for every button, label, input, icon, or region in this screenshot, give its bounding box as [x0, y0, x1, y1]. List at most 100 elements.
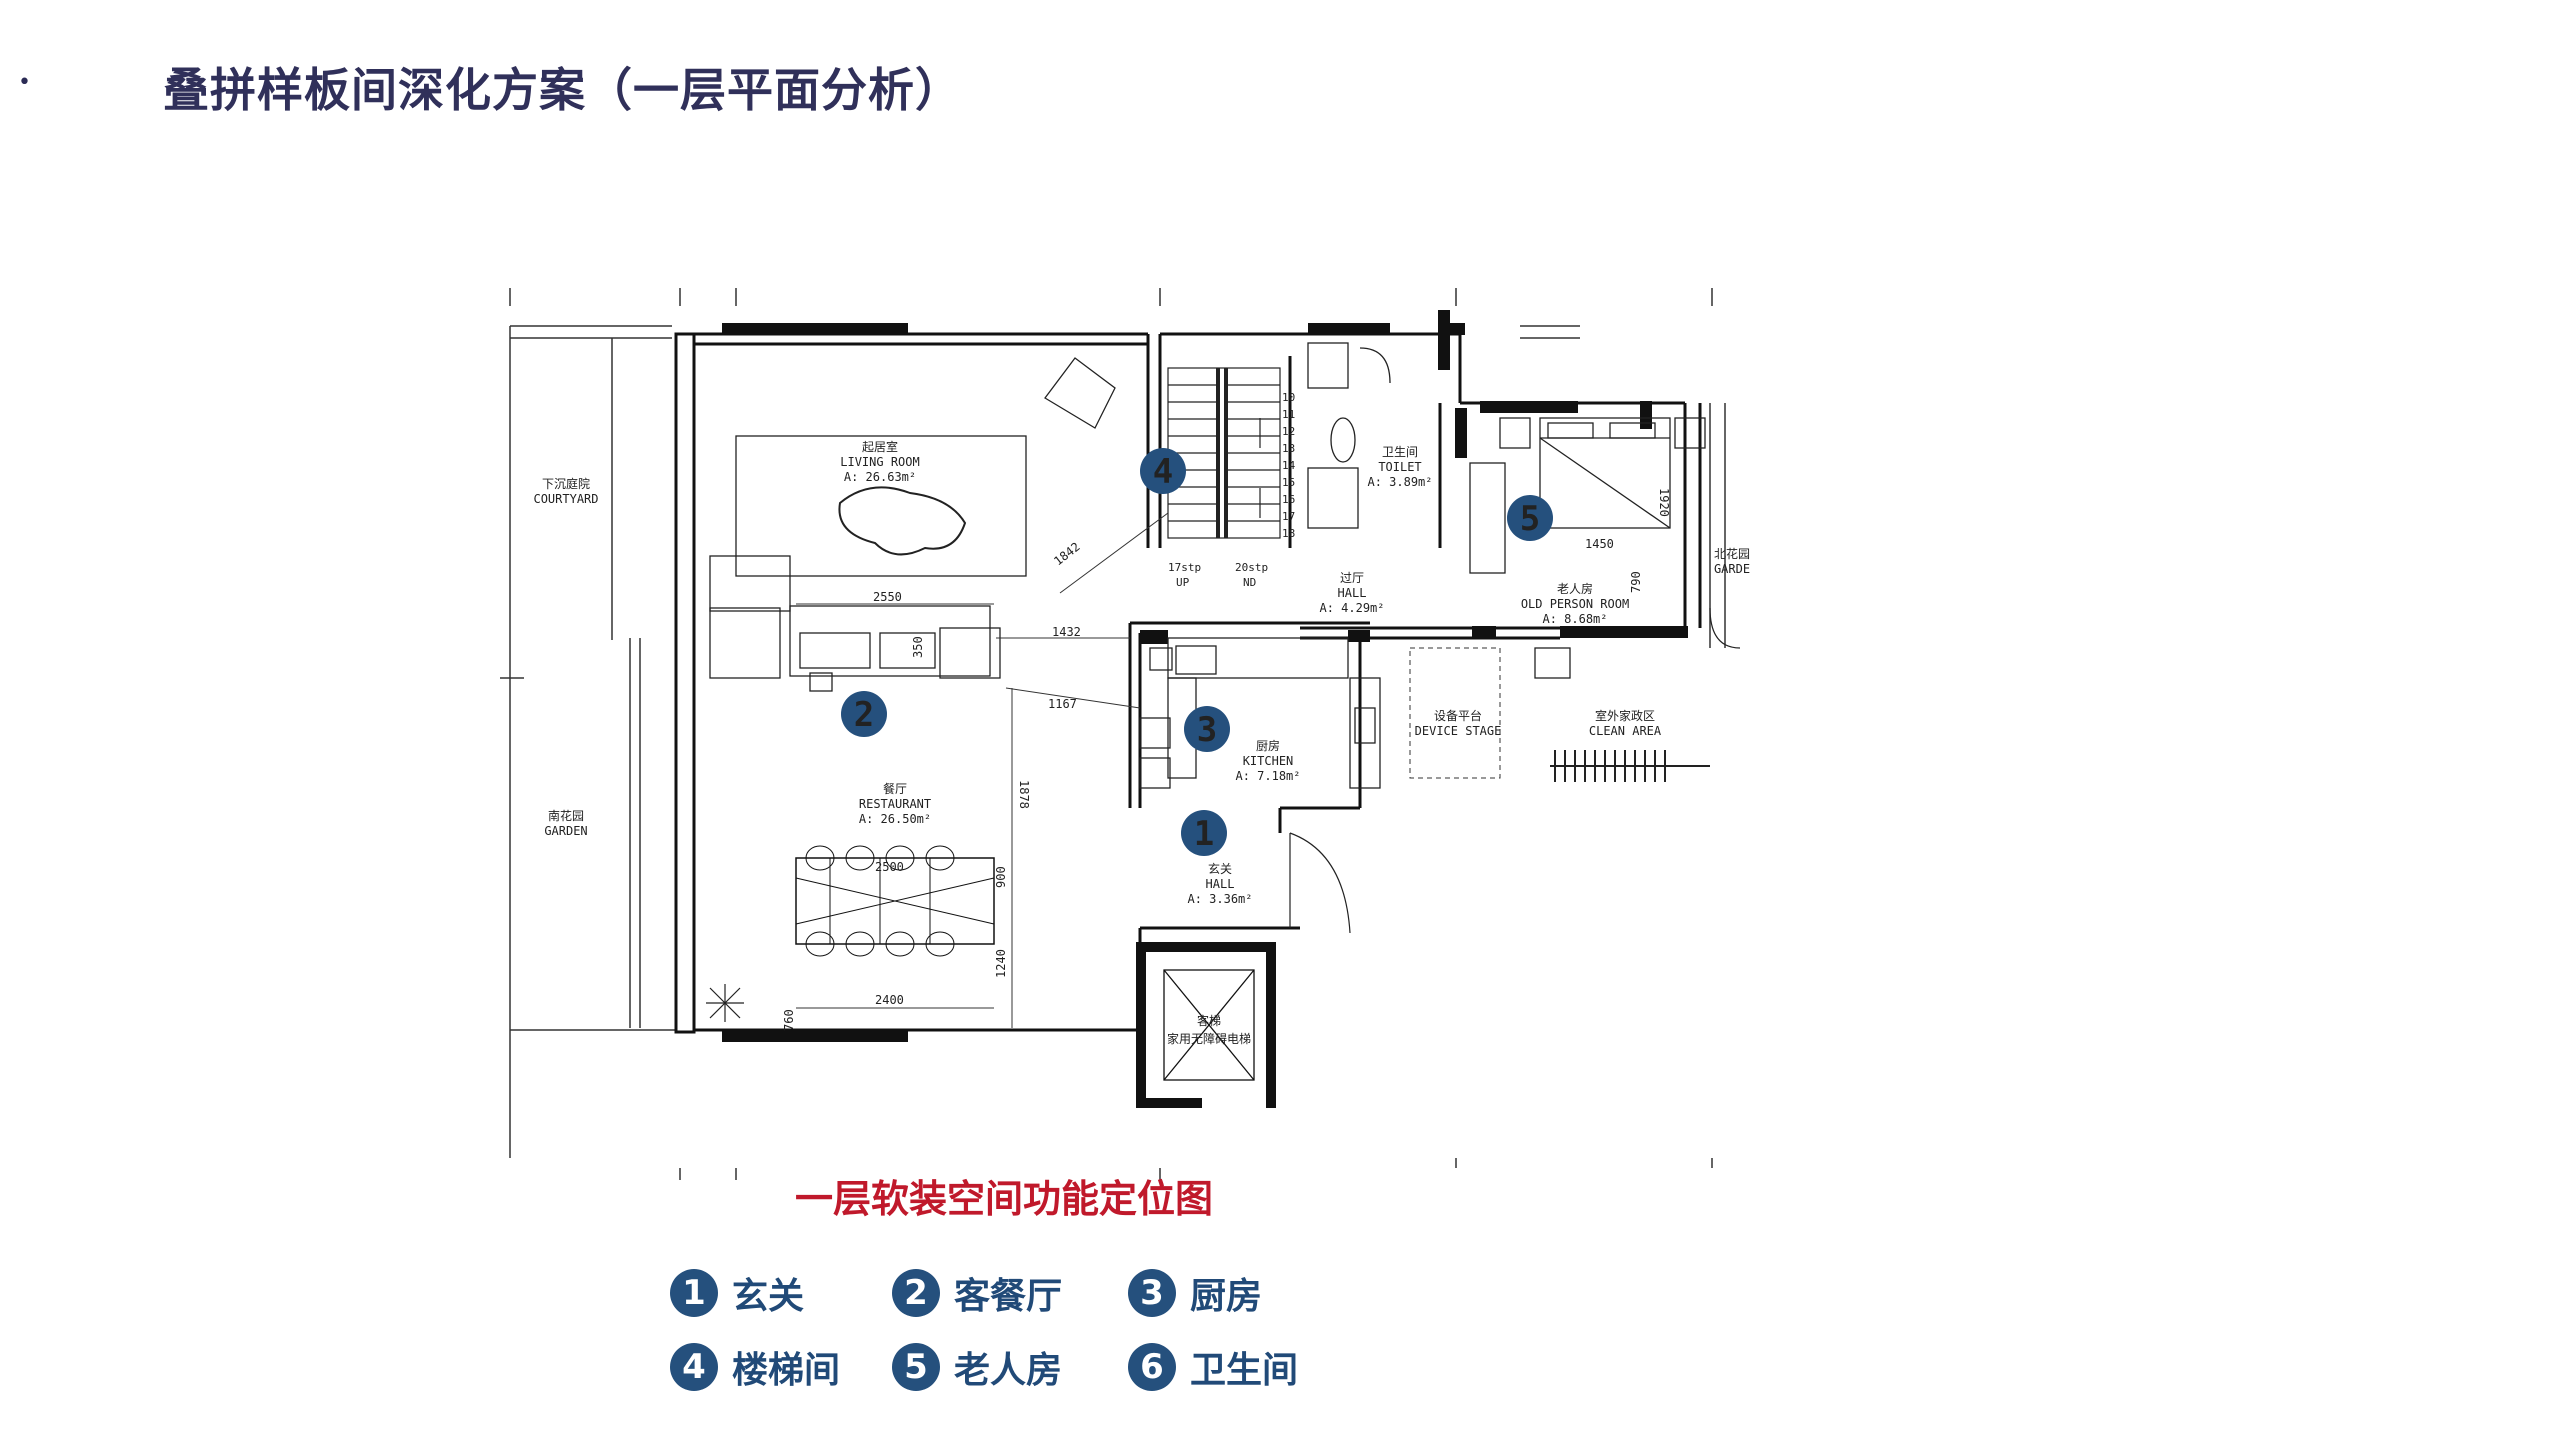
garden-south-en: GARDEN	[544, 824, 587, 838]
toilet-en: TOILET	[1378, 460, 1421, 474]
elevator-cn: 家用无障碍电梯	[1167, 1031, 1251, 1046]
stair-down-label: ND	[1243, 576, 1256, 589]
marker-2: 2	[841, 691, 887, 737]
legend-number: 2	[892, 1269, 940, 1317]
svg-text:2: 2	[854, 695, 874, 735]
dimension-labels: 2550 1432 1167 1842 1878 2500 2400 1240 …	[782, 488, 1671, 1031]
garden-north-cn: 北花园	[1714, 546, 1750, 561]
svg-text:1: 1	[1194, 814, 1214, 854]
device-stage-en: DEVICE STAGE	[1415, 724, 1502, 738]
stairs	[1167, 367, 1281, 539]
device-stage-outline	[1409, 647, 1501, 779]
legend-item-kitchen: 3 厨房	[1128, 1265, 1262, 1321]
doors	[1289, 607, 1741, 934]
svg-text:4: 4	[1153, 452, 1173, 492]
svg-text:900: 900	[994, 866, 1008, 888]
living-room-en: LIVING ROOM	[840, 455, 919, 469]
entry-area: A: 3.36m²	[1187, 892, 1252, 906]
entry-en: HALL	[1206, 877, 1235, 891]
entry-cn: 玄关	[1208, 861, 1232, 876]
svg-text:12: 12	[1282, 425, 1295, 438]
legend-number: 5	[892, 1343, 940, 1391]
restaurant-en: RESTAURANT	[859, 797, 931, 811]
marker-4: 4	[1140, 448, 1186, 494]
elder-room-cn: 老人房	[1557, 581, 1593, 596]
site-outline	[500, 325, 1726, 1138]
legend-item-living-dining: 2 客餐厅	[892, 1265, 1062, 1321]
bedroom-bed	[1469, 417, 1706, 679]
dining-table	[795, 845, 995, 957]
clean-area-grille	[1550, 750, 1710, 782]
stair-down-steps: 20stp	[1235, 561, 1268, 574]
stair-up-steps: 17stp	[1168, 561, 1201, 574]
svg-text:3: 3	[1197, 710, 1217, 750]
hall-area: A: 4.29m²	[1319, 601, 1384, 615]
svg-text:17: 17	[1282, 510, 1295, 523]
legend-label: 玄关	[732, 1276, 805, 1317]
kitchen-area: A: 7.18m²	[1235, 769, 1300, 783]
legend-item-elder-room: 5 老人房	[892, 1339, 1062, 1395]
legend-item-bathroom: 6 卫生间	[1128, 1339, 1298, 1395]
legend-item-stairwell: 4 楼梯间	[670, 1339, 840, 1395]
title-bullet: •	[18, 70, 31, 95]
legend-number: 4	[670, 1343, 718, 1391]
svg-text:15: 15	[1282, 476, 1295, 489]
svg-text:10: 10	[1282, 391, 1295, 404]
svg-text:2550: 2550	[873, 590, 902, 604]
stair-treads	[1168, 384, 1280, 522]
garden-north-en: GARDE	[1714, 562, 1750, 576]
svg-text:16: 16	[1282, 493, 1295, 506]
kitchen-en: KITCHEN	[1243, 754, 1294, 768]
legend-number: 1	[670, 1269, 718, 1317]
courtyard-cn: 下沉庭院	[542, 476, 590, 491]
svg-text:1842: 1842	[1051, 540, 1082, 569]
room-labels: 起居室 LIVING ROOM A: 26.63m² 餐厅 RESTAURANT…	[533, 439, 1750, 1046]
svg-text:1878: 1878	[1017, 780, 1031, 809]
svg-text:11: 11	[1282, 408, 1295, 421]
hall-en: HALL	[1338, 586, 1367, 600]
legend-item-entry: 1 玄关	[670, 1265, 804, 1321]
svg-text:2400: 2400	[875, 993, 904, 1007]
courtyard-en: COURTYARD	[533, 492, 598, 506]
toilet-cn: 卫生间	[1382, 445, 1418, 459]
legend-number: 3	[1128, 1269, 1176, 1317]
floor-plan: 10 11 12 13 14 15 16 17 18 17stp UP 20st…	[500, 288, 1750, 1180]
svg-text:14: 14	[1282, 459, 1296, 472]
axis-ticks	[509, 288, 1713, 1180]
svg-text:18: 18	[1282, 527, 1295, 540]
svg-text:1167: 1167	[1048, 697, 1077, 711]
svg-text:790: 790	[1629, 571, 1643, 593]
page-title: 叠拼样板间深化方案（一层平面分析）	[163, 63, 962, 117]
svg-text:1450: 1450	[1585, 537, 1614, 551]
stair-up-label: UP	[1176, 576, 1190, 589]
elder-room-area: A: 8.68m²	[1542, 612, 1607, 626]
elder-room-en: OLD PERSON ROOM	[1521, 597, 1629, 611]
plan-markers: 1 2 3 4 5	[841, 448, 1553, 856]
legend-label: 厨房	[1190, 1276, 1263, 1317]
svg-text:760: 760	[782, 1009, 796, 1031]
garden-south-cn: 南花园	[548, 808, 584, 823]
elevator	[1163, 969, 1255, 1081]
legend-label: 老人房	[954, 1350, 1063, 1391]
svg-text:1240: 1240	[994, 949, 1008, 978]
elevator-en: 客梯	[1197, 1013, 1221, 1028]
svg-text:5: 5	[1520, 499, 1540, 539]
plan-caption: 一层软装空间功能定位图	[795, 1177, 1214, 1221]
kitchen-cn: 厨房	[1256, 738, 1280, 753]
hall-cn: 过厅	[1340, 571, 1364, 585]
restaurant-area: A: 26.50m²	[859, 812, 931, 826]
clean-area-en: CLEAN AREA	[1589, 724, 1662, 738]
toilet-fixtures	[1307, 342, 1391, 529]
device-stage-cn: 设备平台	[1434, 708, 1482, 723]
dimension-lines	[796, 512, 1169, 1028]
living-room-area: A: 26.63m²	[844, 470, 916, 484]
kitchen-counters	[1139, 637, 1381, 789]
svg-text:350: 350	[911, 636, 925, 658]
marker-3: 3	[1184, 706, 1230, 752]
svg-text:1920: 1920	[1657, 488, 1671, 517]
restaurant-cn: 餐厅	[883, 781, 907, 796]
living-furniture	[709, 357, 1173, 692]
svg-text:2500: 2500	[875, 860, 904, 874]
wall-fills	[722, 310, 1688, 1108]
svg-text:1432: 1432	[1052, 625, 1081, 639]
